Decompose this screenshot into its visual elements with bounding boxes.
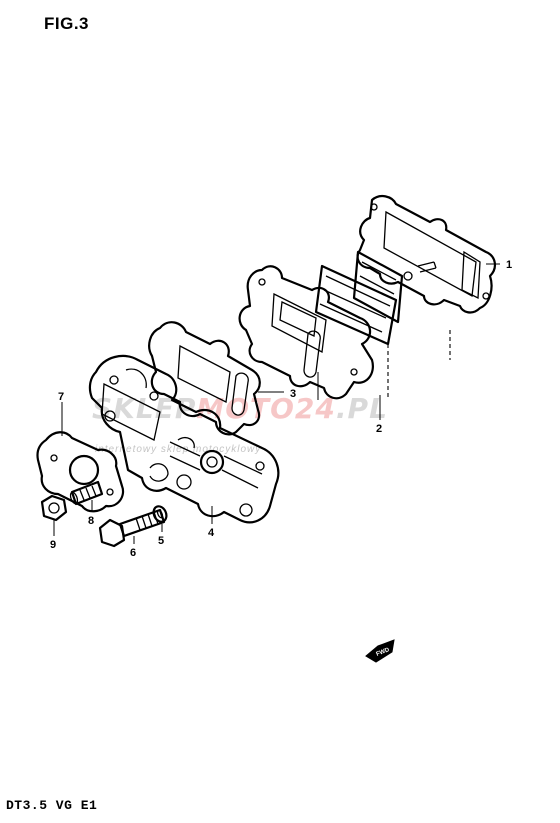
part-9-nut xyxy=(40,494,68,522)
part-4-intake-manifold xyxy=(88,354,280,524)
callout-9: 9 xyxy=(50,539,56,551)
part-1-gasket xyxy=(356,194,496,314)
watermark-part-1: SKLEP xyxy=(92,392,197,425)
watermark-part-3: .PL xyxy=(335,392,388,425)
model-code: DT3.5 VG E1 xyxy=(6,798,98,813)
fwd-arrow-icon: FWD xyxy=(365,639,395,663)
callout-3: 3 xyxy=(290,388,296,400)
callout-8: 8 xyxy=(88,515,94,527)
part-5-washer xyxy=(152,505,168,523)
part-7-flange-gasket xyxy=(36,431,125,513)
part-2-guide xyxy=(387,330,451,400)
callout-4: 4 xyxy=(208,527,215,539)
callout-7: 7 xyxy=(58,391,64,403)
part-8-stud-bolt xyxy=(69,480,104,506)
part-3-gasket xyxy=(238,265,374,400)
watermark-tagline: internetowy sklep motocyklowy xyxy=(95,444,262,455)
fwd-label: FWD xyxy=(376,647,392,658)
part-3-inner-gasket xyxy=(148,321,261,436)
callout-5: 5 xyxy=(158,535,164,547)
callout-6: 6 xyxy=(130,547,136,559)
callout-2: 2 xyxy=(376,423,382,435)
callout-1: 1 xyxy=(506,259,512,271)
figure-label: FIG.3 xyxy=(44,14,90,33)
